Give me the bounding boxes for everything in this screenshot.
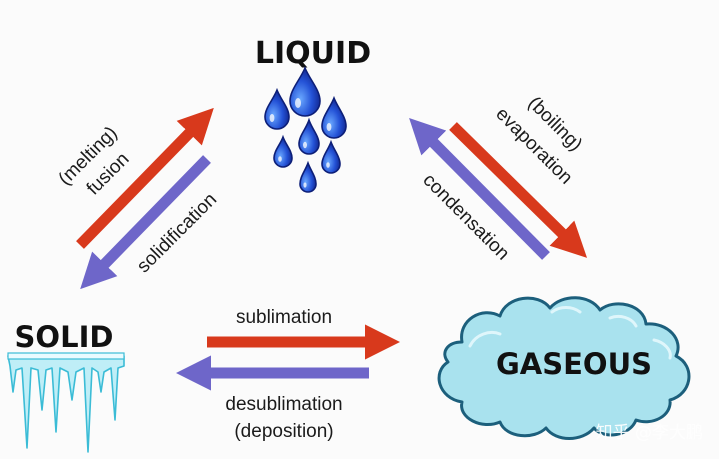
deposition-label: (deposition) (234, 421, 333, 442)
icicles-icon (7, 352, 125, 453)
watermark-text: 知乎 @李大鹏 (596, 423, 703, 443)
phase-label-gaseous: GASEOUS (496, 347, 652, 381)
condensation-arrow (409, 118, 550, 260)
fusion-arrow (76, 107, 214, 249)
cloud-icon (437, 296, 691, 440)
desublimation-label: desublimation (225, 394, 342, 415)
phase-label-solid: SOLID (15, 320, 114, 354)
phase-label-liquid: LIQUID (255, 36, 371, 71)
solidification-label: solidification (133, 189, 221, 277)
drop-highlights (269, 98, 332, 188)
evaporation-arrow (449, 122, 588, 258)
solidification-arrow (80, 155, 211, 290)
water-drops-icon (264, 65, 347, 193)
sublimation-label: sublimation (236, 307, 332, 328)
condensation-label: condensation (418, 170, 513, 265)
